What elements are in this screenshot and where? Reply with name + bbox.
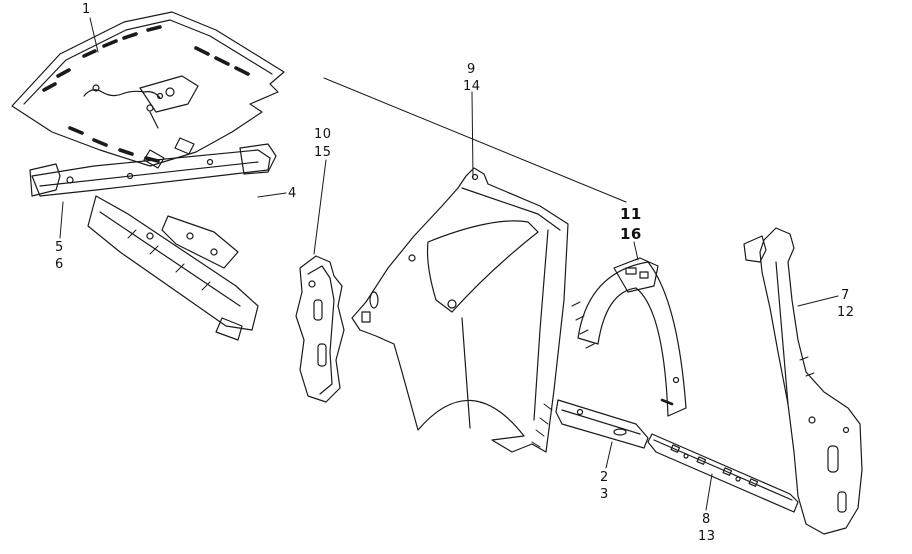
part-label-8: 8: [702, 512, 711, 527]
part-label-1: 1: [82, 2, 91, 17]
part-label-12: 12: [837, 305, 855, 320]
part-sill-molding: [647, 433, 799, 513]
part-label-10: 10: [314, 127, 332, 142]
part-label-9: 9: [467, 62, 476, 77]
part-label-14: 14: [463, 79, 481, 94]
part-quarter-panel-inner: [351, 167, 569, 453]
part-label-13: 13: [698, 529, 716, 544]
part-label-5: 5: [55, 240, 64, 255]
leader-lines: [59, 17, 839, 511]
part-label-4: 4: [288, 186, 297, 201]
part-label-6: 6: [55, 257, 64, 272]
part-rear-wheelhouse: [571, 257, 687, 417]
part-side-sill-extension: [555, 399, 649, 449]
part-label-7: 7: [841, 288, 850, 303]
part-label-16: 16: [620, 225, 642, 243]
part-label-11: 11: [620, 205, 642, 223]
part-pillar-gusset: [295, 255, 345, 403]
part-rear-side-pillar: [743, 227, 863, 535]
part-rear-crossmember: [29, 143, 277, 341]
part-label-15: 15: [314, 145, 332, 160]
part-rear-floor-panel: [11, 11, 285, 169]
part-label-2: 2: [600, 470, 609, 485]
part-label-3: 3: [600, 487, 609, 502]
